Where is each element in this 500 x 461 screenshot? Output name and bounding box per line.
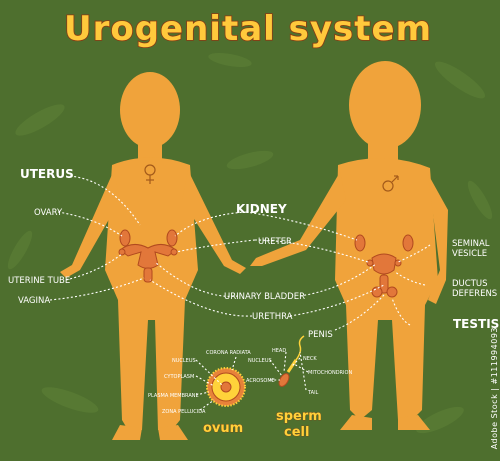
- ovum-label-plasma-membrane: PLASMA MEMBRANE: [148, 393, 199, 399]
- ovum-caption: ovum: [203, 421, 243, 436]
- sperm-label-head: HEAD: [272, 348, 286, 354]
- female-organs: [118, 229, 178, 283]
- label-ureter: URETER: [258, 237, 292, 247]
- label-ductus-deferens-1: DUCTUS: [452, 279, 488, 289]
- label-ductus-deferens-2: DEFERENS: [452, 289, 497, 299]
- sperm-caption-line1: sperm: [276, 409, 322, 424]
- page-title: Urogenital system: [64, 9, 432, 49]
- male-symbol-icon: [382, 180, 394, 192]
- sperm-label-neck: NECK: [303, 356, 317, 362]
- label-urethra: URETHRA: [252, 312, 293, 322]
- label-seminal-vesicle-1: SEMINAL: [452, 239, 490, 249]
- label-penis: PENIS: [308, 330, 333, 340]
- ovum-leader-lines: [195, 356, 237, 411]
- sperm-leader-lines: [269, 351, 309, 391]
- ovum-label-cytoplasm: CYTOPLASM: [164, 374, 194, 380]
- sperm-label-acrosome: ACROSOME: [246, 378, 275, 384]
- background-leaves: [7, 52, 493, 434]
- sperm-label-tail: TAIL: [307, 390, 319, 396]
- ovum-label-corona-radiata: CORONA RADIATA: [206, 350, 251, 356]
- male-figure: [250, 61, 448, 430]
- leader-lines: [49, 175, 431, 331]
- sperm-label-mitochondrion: MITOCHONDRION: [308, 370, 352, 376]
- label-uterine-tube: UTERINE TUBE: [8, 276, 70, 286]
- female-figure: [60, 72, 246, 440]
- label-uterus: UTERUS: [20, 167, 74, 181]
- sperm-caption-line2: cell: [284, 425, 309, 440]
- label-vagina: VAGINA: [18, 296, 50, 306]
- sperm-illustration: [278, 335, 305, 387]
- label-urinary-bladder: URINARY BLADDER: [224, 292, 305, 302]
- ovum-label-zona-pellucida: ZONA PELLUCIDA: [162, 409, 206, 415]
- stock-watermark: Adobe Stock | #111994093: [490, 326, 499, 449]
- label-kidney: KIDNEY: [236, 202, 287, 216]
- label-ovary: OVARY: [34, 208, 63, 218]
- label-seminal-vesicle-2: VESICLE: [452, 249, 487, 259]
- ovum-label-nucleus: NUCLEUS: [172, 358, 196, 364]
- male-organs: [354, 234, 414, 298]
- ovum-illustration: [206, 367, 246, 407]
- sperm-label-nucleus: NUCLEUS: [248, 358, 272, 364]
- label-testis: TESTIS: [453, 317, 499, 331]
